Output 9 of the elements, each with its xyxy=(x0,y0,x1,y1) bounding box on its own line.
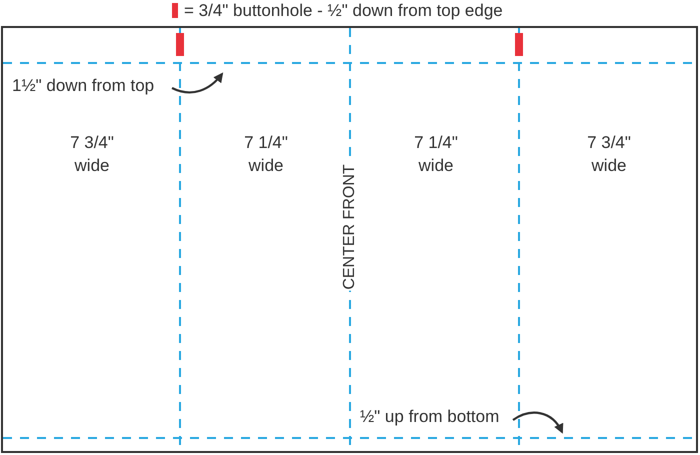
width-label: 7 1/4" wide xyxy=(243,132,289,177)
legend-text: = 3/4" buttonhole - ½" down from top edge xyxy=(184,0,503,22)
leader-arrow xyxy=(172,72,224,94)
width-label: 7 3/4" wide xyxy=(586,132,632,177)
leader-arrow xyxy=(512,412,563,434)
width-label: 7 1/4" wide xyxy=(413,132,459,177)
callout-text: 1½" down from top xyxy=(12,74,154,97)
width-label: 7 3/4" wide xyxy=(69,132,115,177)
callout-text: ½" up from bottom xyxy=(360,405,500,428)
